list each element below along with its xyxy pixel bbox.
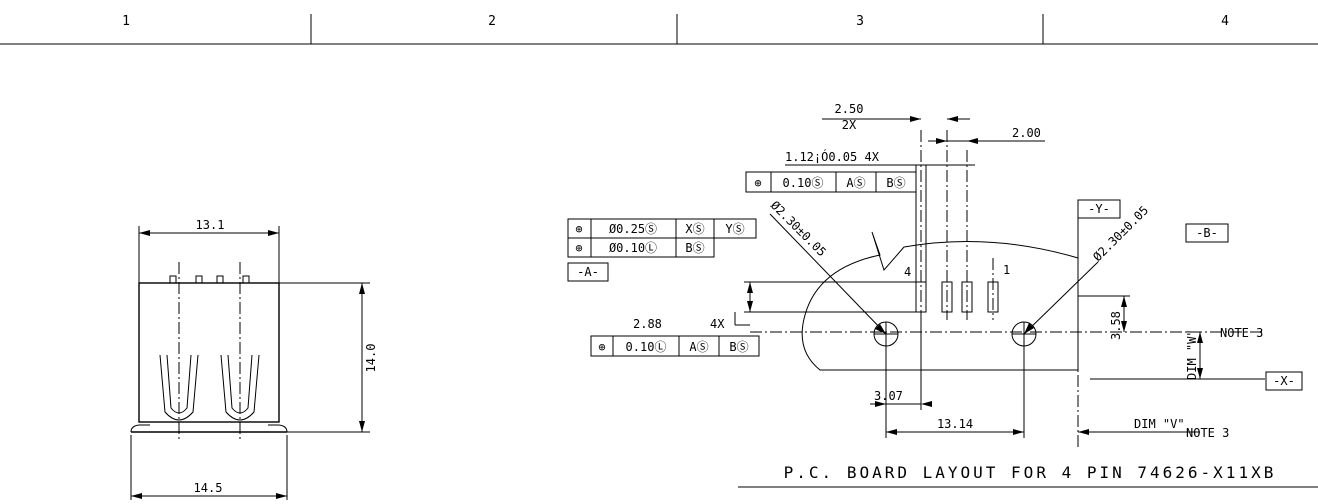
zone-label-2: 2 bbox=[488, 14, 496, 29]
note-v: NOTE 3 bbox=[1186, 426, 1229, 440]
datum-b: -B- bbox=[1196, 226, 1218, 240]
note-w: NOTE 3 bbox=[1220, 326, 1263, 340]
pin-label-1: 1 bbox=[1003, 263, 1010, 277]
svg-text:BⓈ: BⓈ bbox=[685, 241, 704, 255]
datum-y: -Y- bbox=[1088, 202, 1110, 216]
datum-x: -X- bbox=[1273, 374, 1295, 388]
dim-slot-width: 1.12¡Ó0.05 4X bbox=[785, 149, 880, 164]
svg-text:YⓈ: YⓈ bbox=[725, 222, 744, 236]
dim-hole-spacing: 13.14 bbox=[937, 417, 973, 431]
zone-header: 1 2 3 4 bbox=[0, 14, 1318, 45]
svg-text:XⓈ: XⓈ bbox=[685, 222, 704, 236]
connector-front-view: 13.1 14.0 14.5 bbox=[130, 218, 378, 500]
svg-text:0.10Ⓢ: 0.10Ⓢ bbox=[783, 176, 824, 190]
svg-text:⊕: ⊕ bbox=[575, 222, 582, 236]
dim-bottom-width: 14.5 bbox=[194, 481, 223, 495]
svg-text:0.10Ⓛ: 0.10Ⓛ bbox=[626, 340, 667, 354]
svg-text:AⓈ: AⓈ bbox=[689, 340, 708, 354]
svg-text:BⓈ: BⓈ bbox=[886, 176, 905, 190]
dim-y-offset: 3.58 bbox=[1109, 311, 1123, 340]
fcf-slot-length: ⊕ 0.10Ⓛ AⓈ BⓈ bbox=[590, 335, 760, 357]
svg-text:⊕: ⊕ bbox=[575, 241, 582, 255]
fcf-hole-position: ⊕ Ø0.25Ⓢ XⓈ YⓈ ⊕ Ø0.10Ⓛ BⓈ -A- bbox=[567, 218, 757, 282]
dim-pitch-count: 2X bbox=[842, 118, 857, 132]
svg-text:BⓈ: BⓈ bbox=[729, 340, 748, 354]
svg-text:Ø0.25Ⓢ: Ø0.25Ⓢ bbox=[609, 222, 657, 236]
pcb-layout-view: 4 1 Ø2.30±0.05 Ø2.30±0.05 2.50 2X 2.00 1… bbox=[567, 102, 1318, 488]
pin-label-4: 4 bbox=[904, 265, 911, 279]
dim-w: DIM "W" bbox=[1185, 329, 1199, 380]
dim-pitch: 2.50 bbox=[835, 102, 864, 116]
layout-title: P.C. BOARD LAYOUT FOR 4 PIN 74626-X11XB bbox=[784, 463, 1277, 482]
zone-label-3: 3 bbox=[856, 14, 864, 29]
svg-text:⊕: ⊕ bbox=[598, 340, 605, 354]
fcf-slot-width: ⊕ 0.10Ⓢ AⓈ BⓈ bbox=[745, 171, 917, 193]
dim-hole-left: Ø2.30±0.05 bbox=[768, 198, 829, 259]
svg-text:AⓈ: AⓈ bbox=[846, 176, 865, 190]
dim-x-offset: 3.07 bbox=[874, 389, 903, 403]
zone-label-4: 4 bbox=[1221, 14, 1229, 29]
zone-label-1: 1 bbox=[122, 14, 130, 29]
dim-height: 14.0 bbox=[364, 344, 378, 373]
dim-v: DIM "V" bbox=[1134, 417, 1185, 431]
dim-offset: 2.00 bbox=[1012, 126, 1041, 140]
dim-slot-length: 2.88 bbox=[633, 317, 662, 331]
dim-slot-length-count: 4X bbox=[710, 317, 725, 331]
dim-top-width: 13.1 bbox=[196, 218, 225, 232]
datum-a: -A- bbox=[577, 265, 599, 279]
svg-text:Ø0.10Ⓛ: Ø0.10Ⓛ bbox=[609, 241, 657, 255]
svg-text:⊕: ⊕ bbox=[754, 176, 761, 190]
